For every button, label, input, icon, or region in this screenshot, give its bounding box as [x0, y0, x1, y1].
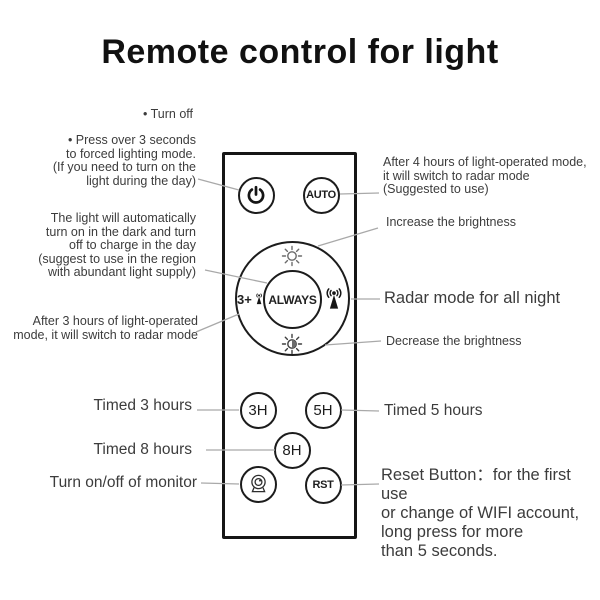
annotation-turn-off: • Turn off [142, 107, 193, 121]
mode-dial-ring[interactable] [235, 241, 350, 356]
annotation-decrease-brightness: Decrease the brightness [386, 334, 522, 348]
power-icon [247, 185, 265, 204]
power-button[interactable] [237, 176, 275, 214]
annotation-auto-light-mode: The light will automatically turn on in … [38, 211, 196, 279]
radar-3h-label: 3+ [237, 291, 252, 307]
auto-button[interactable]: AUTO [302, 176, 340, 214]
annotation-reset-button: Reset Button：for the first use or change… [381, 466, 580, 560]
radar-antenna-icon[interactable] [321, 285, 347, 313]
always-label: ALWAYS [268, 292, 317, 307]
timer-8h-button[interactable]: 8H [273, 431, 311, 469]
reset-label: RST [312, 479, 334, 491]
timer-3h-button[interactable]: 3H [239, 391, 277, 429]
annotation-after-4-hours: After 4 hours of light-operated mode, it… [383, 155, 587, 196]
annotation-timed-3-hours: Timed 3 hours [93, 397, 193, 414]
radar-antenna-small-icon [256, 293, 262, 305]
brightness-down-sun-icon[interactable] [281, 333, 303, 355]
always-button[interactable]: ALWAYS [263, 270, 322, 329]
annotation-increase-brightness: Increase the brightness [386, 215, 516, 229]
timer-5h-label: 5H [313, 401, 333, 419]
annotation-after-3-hours: After 3 hours of light-operated mode, it… [13, 314, 198, 342]
timer-8h-label: 8H [282, 441, 302, 459]
radar-3h-zone[interactable]: 3+ [237, 288, 265, 310]
timer-3h-label: 3H [248, 401, 268, 419]
annotation-timed-5-hours: Timed 5 hours [384, 402, 483, 419]
annotation-monitor-toggle: Turn on/off of monitor [49, 474, 197, 491]
timer-5h-button[interactable]: 5H [304, 391, 342, 429]
annotation-timed-8-hours: Timed 8 hours [93, 441, 193, 458]
annotation-forced-lighting: • Press over 3 seconds to forced lightin… [52, 133, 196, 188]
monitor-button[interactable] [239, 465, 277, 503]
page-title: Remote control for light [101, 33, 499, 71]
monitor-camera-icon [250, 474, 266, 492]
brightness-up-sun-icon[interactable] [281, 245, 303, 267]
reset-button[interactable]: RST [304, 466, 342, 504]
auto-label: AUTO [306, 189, 336, 201]
annotation-radar-all-night: Radar mode for all night [384, 289, 561, 307]
